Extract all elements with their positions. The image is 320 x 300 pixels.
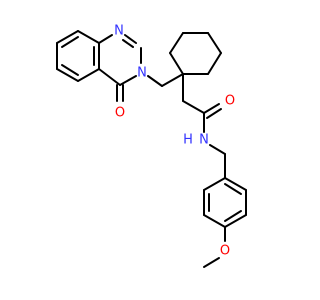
molecule-canvas: N N O O N H O xyxy=(56,24,247,268)
bond xyxy=(56,30,79,44)
atom-label: O xyxy=(115,106,125,121)
bond xyxy=(61,64,79,76)
bond xyxy=(203,257,220,268)
atom-label: O xyxy=(220,244,230,259)
atom-label: N xyxy=(137,66,147,81)
bond xyxy=(124,34,137,44)
bond xyxy=(77,68,100,82)
structure-diagram: N N O O N H O xyxy=(56,24,247,268)
bond xyxy=(61,36,79,48)
bond xyxy=(119,75,137,86)
atom-label: N xyxy=(114,24,124,39)
bond xyxy=(161,73,184,87)
bond xyxy=(147,75,163,87)
bond xyxy=(224,177,247,191)
bond xyxy=(169,52,184,75)
bond xyxy=(203,103,220,114)
bond xyxy=(98,34,113,44)
bond xyxy=(203,177,226,191)
bond xyxy=(207,52,222,75)
bond xyxy=(224,183,242,195)
bond xyxy=(209,144,226,155)
bond xyxy=(77,30,100,44)
bond xyxy=(56,68,79,82)
bond xyxy=(224,214,247,228)
bond xyxy=(206,108,222,119)
bond xyxy=(224,210,242,222)
atom-label: H xyxy=(183,133,193,148)
bond xyxy=(182,100,205,114)
bond xyxy=(122,39,134,48)
bond xyxy=(169,32,184,54)
atom-label: N xyxy=(199,133,209,148)
bond xyxy=(203,214,226,228)
atom-label: O xyxy=(225,94,235,109)
bond xyxy=(98,68,121,86)
bond xyxy=(207,32,222,54)
